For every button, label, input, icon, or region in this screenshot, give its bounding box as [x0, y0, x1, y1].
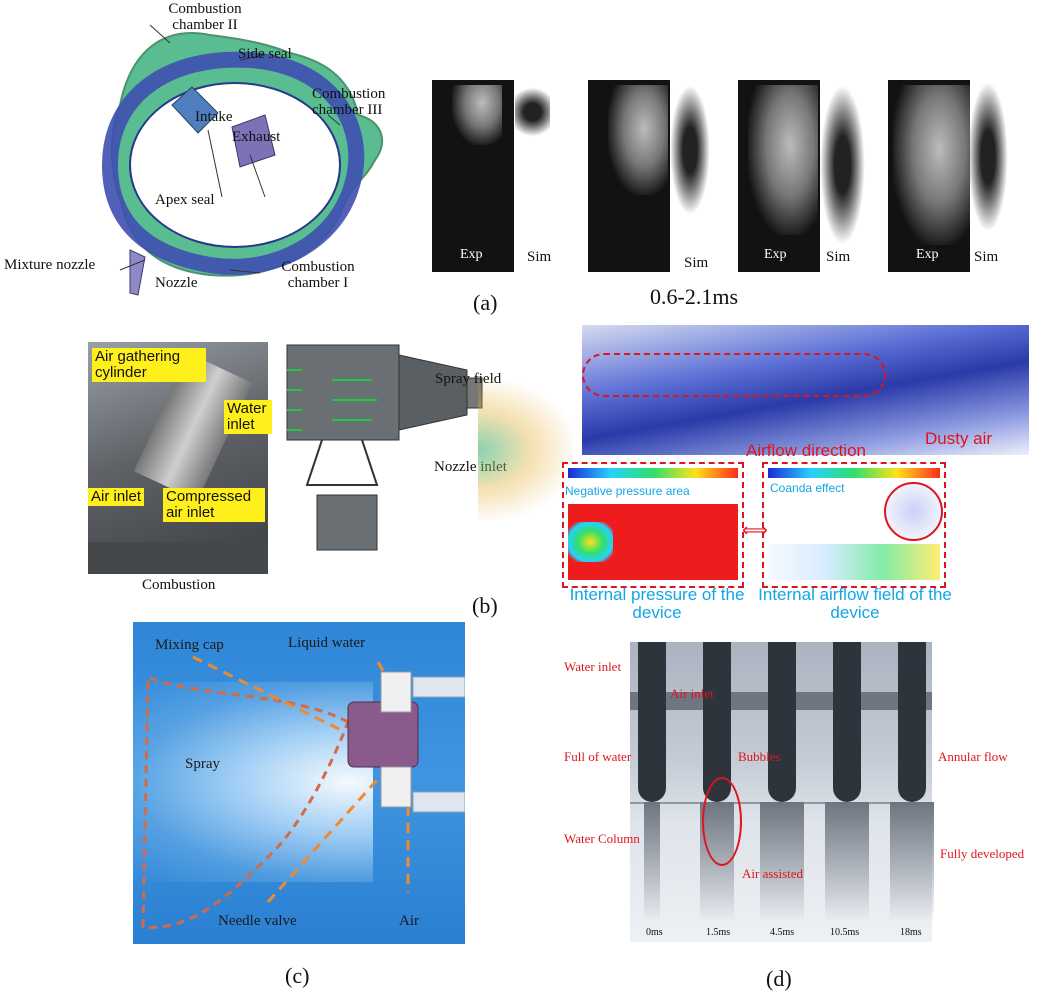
sim-particles-2: [670, 85, 710, 215]
label-air: Air: [399, 913, 419, 929]
label-air-inlet: Air inlet: [670, 686, 714, 701]
label-coanda: Coanda effect: [770, 481, 845, 495]
label-water-inlet: Water inlet: [224, 400, 272, 434]
label-internal-airflow: Internal airflow field of the device: [758, 585, 952, 622]
sim-label: Sim: [684, 255, 709, 271]
label-needle-valve: Needle valve: [218, 913, 297, 929]
time-range-label: 0.6-2.1ms: [650, 284, 738, 309]
high-speed-image: [630, 642, 934, 942]
label-airflow-direction: Airflow direction: [746, 441, 866, 460]
panel-d: Water inlet Air inlet Full of water Bubb…: [560, 642, 1045, 947]
label-spray: Spray: [185, 756, 220, 772]
internal-pressure-box: [562, 462, 744, 588]
exp-label: Exp: [460, 247, 483, 262]
label-compressed-air: Compressed air inlet: [163, 488, 265, 522]
spray-frame-4: Exp: [888, 80, 970, 272]
exp-label: Exp: [764, 247, 787, 262]
label-intake: Intake: [195, 109, 233, 125]
panel-b: Air gathering cylinder Water inlet Air i…: [0, 320, 1045, 622]
sim-label: Sim: [826, 249, 851, 265]
label-fully-developed: Fully developed: [940, 846, 1025, 861]
panel-a-caption: (a): [473, 290, 498, 315]
air-assisted-ellipse: [702, 777, 742, 866]
label-liquid-water: Liquid water: [288, 635, 366, 651]
time-label: 1.5ms: [706, 927, 731, 938]
label-mixture-nozzle: Mixture nozzle: [4, 257, 96, 273]
label-bubbles: Bubbles: [738, 749, 781, 764]
spray-cone: [478, 380, 573, 520]
label-internal-pressure: Internal pressure of the device: [569, 585, 745, 622]
label-air-gathering: Air gathering cylinder: [92, 348, 206, 382]
label-water-inlet: Water inlet: [564, 659, 622, 674]
internal-airflow-box: [762, 462, 946, 588]
label-water-column: Water Column: [564, 831, 640, 846]
spray-outline: [141, 655, 465, 929]
time-label: 10.5ms: [830, 927, 860, 938]
device-schematic: [286, 344, 483, 551]
exp-label: Exp: [916, 247, 939, 262]
label-dusty-air: Dusty air: [925, 429, 993, 448]
sim-label: Sim: [974, 249, 999, 265]
sim-label: Sim: [527, 249, 552, 265]
label-chamber-ii: Combustion chamber II: [168, 1, 242, 33]
panel-c: Mixing cap Liquid water Spray Needle val…: [133, 622, 465, 944]
sim-particles-3: [820, 85, 865, 245]
spray-frame-2: [588, 80, 670, 272]
time-label: 18ms: [900, 927, 922, 938]
label-nozzle: Nozzle: [155, 275, 198, 291]
label-mixing-cap: Mixing cap: [155, 637, 224, 653]
time-label: 0ms: [646, 927, 663, 938]
sim-particles-1: [515, 82, 550, 142]
sim-particles-4: [968, 82, 1008, 232]
streamline-field: [582, 325, 1029, 455]
double-arrow-icon: ⟺: [742, 520, 768, 541]
time-label: 4.5ms: [770, 927, 795, 938]
label-exhaust: Exhaust: [232, 129, 281, 145]
label-combustion: Combustion: [142, 577, 216, 593]
panel-d-caption: (d): [766, 966, 792, 991]
label-air-inlet: Air inlet: [88, 488, 145, 506]
label-full-of-water: Full of water: [564, 749, 632, 764]
panel-c-caption: (c): [285, 963, 310, 988]
panel-a: Combustion chamber II Side seal Combusti…: [0, 0, 1045, 320]
label-chamber-iii: Combustion chamber III: [312, 86, 386, 118]
label-annular-flow: Annular flow: [938, 749, 1008, 764]
rotary-engine-diagram: [101, 24, 384, 296]
label-negative-pressure: Negative pressure area: [565, 484, 690, 498]
spray-frame-3: Exp: [738, 80, 820, 272]
label-side-seal: Side seal: [238, 46, 292, 62]
panel-b-caption: (b): [472, 593, 498, 618]
spray-frame-1: Exp: [432, 80, 514, 272]
label-air-assisted: Air assisted: [742, 866, 804, 881]
label-apex-seal: Apex seal: [155, 192, 215, 208]
label-chamber-i: Combustion chamber I: [281, 259, 355, 291]
